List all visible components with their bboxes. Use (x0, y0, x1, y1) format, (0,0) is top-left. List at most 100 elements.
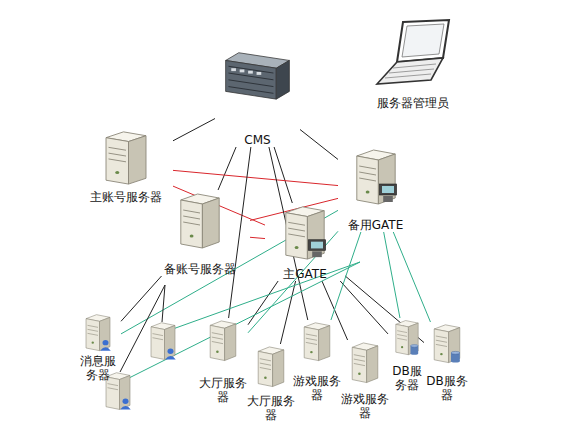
node-label: DB服务器 (388, 364, 426, 392)
network-link (274, 147, 292, 203)
server-icon (207, 318, 239, 362)
power-led (295, 246, 299, 249)
rack-drive (257, 72, 262, 75)
server-bay (354, 363, 365, 365)
power-led (401, 346, 403, 348)
terminal-badge (309, 240, 326, 251)
server-side (319, 326, 330, 361)
server-icon (83, 312, 113, 352)
server-bay (260, 359, 271, 361)
server-side (165, 325, 176, 359)
server-bay (153, 338, 164, 340)
user-badge (123, 399, 129, 404)
server-front (181, 200, 203, 248)
server-bay (436, 344, 447, 346)
rack-drive (231, 68, 236, 71)
network-link (340, 281, 388, 334)
laptop-display (402, 24, 444, 57)
server-node: 主账号服务器 (78, 128, 173, 204)
server-node: 备账号服务器 (150, 190, 250, 276)
server-bay (88, 329, 99, 331)
server-bay (359, 172, 376, 175)
server-side (202, 198, 219, 248)
node-label: 服务器管理员 (355, 96, 470, 110)
node-label: 游戏服务器 (340, 392, 390, 420)
network-link (384, 232, 400, 318)
rack-front (226, 60, 277, 99)
server-bay (359, 178, 376, 181)
server-icon (349, 340, 381, 384)
network-link (250, 237, 265, 238)
icon-wrap (246, 344, 296, 388)
server-bay (183, 222, 200, 225)
server-side (449, 328, 460, 363)
server-side (225, 324, 236, 361)
server-node: 主GATE (265, 203, 345, 281)
server-node: 备用GATE (338, 146, 413, 232)
network-link (229, 147, 251, 318)
terminal-screen (382, 186, 394, 193)
icon-wrap (198, 318, 248, 362)
server-side (408, 323, 418, 355)
server-node: 大厅服务器 (246, 344, 296, 422)
network-link (218, 147, 236, 190)
server-front (151, 327, 165, 360)
node-label: 大厅服务器 (198, 376, 248, 404)
db-badge (411, 352, 419, 355)
server-front (258, 351, 272, 386)
power-led (92, 342, 94, 344)
server-bay (306, 342, 317, 344)
rack-slot (228, 73, 273, 80)
server-node: 消息服务器 (75, 312, 121, 382)
user-badge (100, 347, 111, 350)
server-icon (431, 322, 463, 364)
server-icon (151, 323, 176, 360)
server-icon (301, 320, 333, 362)
server-bay (108, 159, 126, 162)
db-badge (411, 345, 419, 348)
node-label: 大厅服务器 (246, 394, 296, 422)
node-label: 主GATE (265, 267, 345, 281)
server-bay (397, 334, 407, 336)
server-side (128, 136, 146, 184)
server-icon (281, 203, 329, 261)
terminal-base (383, 196, 393, 202)
server-side (120, 375, 131, 409)
icon-wrap (340, 340, 390, 384)
rack-side (276, 60, 289, 99)
power-led (216, 351, 219, 353)
network-link (331, 232, 361, 320)
server-node: 大厅服务器 (198, 318, 248, 404)
server-node: CMS (215, 45, 300, 147)
server-bay (260, 363, 271, 365)
rack-icon (220, 45, 295, 103)
laptop-keys (385, 74, 431, 78)
server-bay (108, 147, 126, 150)
power-led (365, 190, 369, 193)
icon-wrap (292, 320, 342, 362)
server-bay (397, 331, 407, 333)
server-front (396, 324, 409, 354)
icon-wrap (388, 318, 426, 356)
network-link (269, 147, 308, 320)
rack-drive (248, 71, 253, 74)
icon-wrap (338, 146, 413, 206)
rack-slot (228, 80, 273, 87)
network-link (393, 232, 430, 322)
server-bay (88, 333, 99, 335)
server-node: DB服务器 (424, 322, 470, 402)
user-badge (120, 406, 131, 409)
network-link (248, 281, 278, 325)
server-bay (306, 338, 317, 340)
power-led (264, 377, 267, 379)
server-bay (88, 325, 99, 327)
server-bay (212, 341, 223, 343)
laptop-keys (393, 64, 436, 68)
power-led (115, 171, 119, 174)
server-bay (354, 359, 365, 361)
server-bay (288, 228, 305, 231)
server-bay (288, 222, 305, 225)
rack-slot (228, 87, 273, 94)
server-bay (359, 166, 376, 169)
server-bay (212, 337, 223, 339)
